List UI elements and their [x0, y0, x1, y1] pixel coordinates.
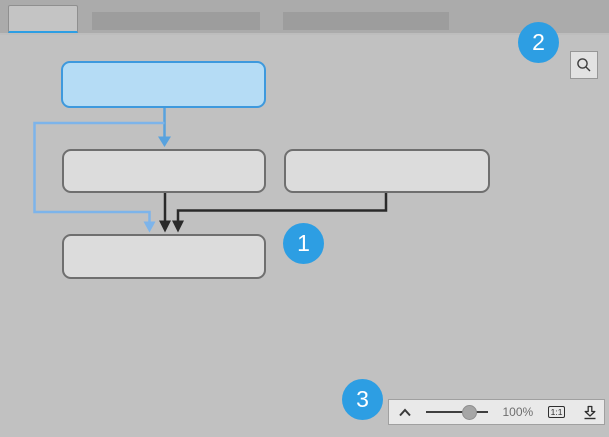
connector-black-elbow [172, 193, 388, 233]
tab-1-active[interactable] [8, 5, 78, 33]
connector-blue-direct [158, 108, 171, 147]
diagram-node-top-selected[interactable] [61, 61, 266, 108]
zoom-slider-track[interactable] [425, 411, 488, 413]
annotation-badge-3-label: 3 [356, 386, 369, 412]
tab-2[interactable] [92, 12, 260, 30]
diagram-node-mid-left[interactable] [62, 149, 266, 193]
tab-bar [0, 0, 609, 35]
one-to-one-icon: 1:1 [547, 406, 566, 418]
search-button[interactable] [570, 51, 598, 79]
zoom-toolbar: 100% 1:1 [388, 399, 605, 425]
annotation-badge-2-label: 2 [532, 29, 545, 55]
search-icon [576, 57, 592, 73]
download-button[interactable] [575, 400, 604, 424]
tab-3[interactable] [283, 12, 449, 30]
zoom-slider-thumb[interactable] [461, 405, 477, 420]
chevron-up-icon [398, 408, 412, 417]
annotation-badge-1: 1 [283, 223, 324, 264]
diagram-node-bottom[interactable] [62, 234, 266, 279]
actual-size-button[interactable]: 1:1 [544, 400, 569, 424]
zoom-slider[interactable] [425, 400, 488, 424]
diagram-node-mid-right[interactable] [284, 149, 490, 193]
annotation-badge-3: 3 [342, 379, 383, 420]
collapse-toolbar-button[interactable] [391, 400, 420, 424]
annotation-badge-1-label: 1 [297, 230, 310, 256]
annotation-badge-2: 2 [518, 22, 559, 63]
connector-black-direct [159, 193, 171, 233]
download-icon [582, 405, 598, 420]
zoom-level-label: 100% [502, 405, 534, 419]
